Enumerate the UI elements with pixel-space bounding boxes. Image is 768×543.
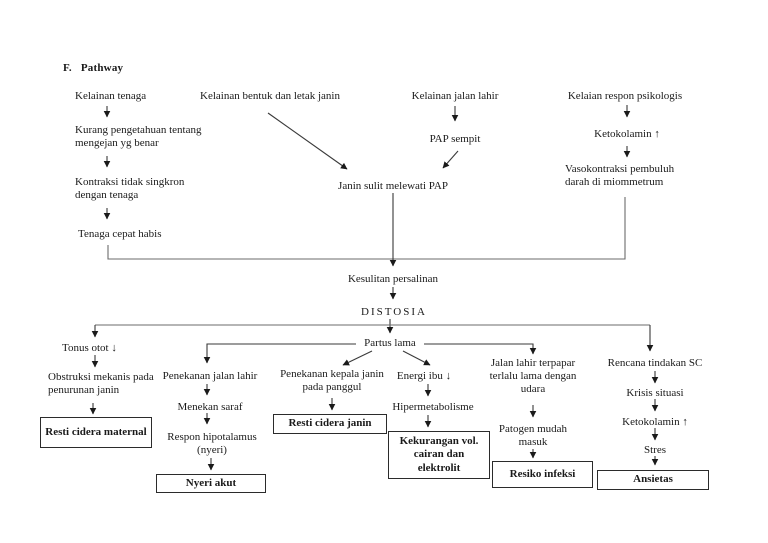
node-partus-lama: Partus lama (364, 337, 416, 349)
node-obstruksi-mekanis: Obstruksi mekanis pada penurunan janin (48, 371, 154, 397)
node-penekanan-jalan-lahir: Penekanan jalan lahir (162, 370, 258, 382)
node-tonus-otot: Tonus otot ↓ (62, 342, 117, 354)
node-rencana-tindakan-sc: Rencana tindakan SC (607, 357, 703, 369)
page-title-prefix: F. (63, 62, 72, 74)
node-kelainan-jalan-lahir: Kelainan jalan lahir (411, 90, 499, 102)
node-pap-sempit: PAP sempit (429, 133, 481, 145)
arrows-tonus-column (89, 355, 99, 415)
node-patogen-mudah-masuk: Patogen mudah masuk (498, 423, 568, 449)
node-kontraksi: Kontraksi tidak singkron dengan tenaga (75, 176, 185, 202)
arrows-penekanan-jalan-column (203, 384, 215, 471)
node-kurang-pengetahuan: Kurang pengetahuan tentang mengejan yg b… (75, 124, 202, 150)
box-nyeri-akut: Nyeri akut (156, 474, 266, 493)
node-jalan-lahir-terpapar: Jalan lahir terpapar terlalu lama dengan… (489, 357, 577, 396)
box-resti-cidera-maternal: Resti cidera maternal (40, 417, 152, 448)
node-ketokolamin-bawah: Ketokolamin ↑ (622, 416, 688, 428)
page-title: F. Pathway (63, 62, 123, 75)
node-menekan-saraf: Menekan saraf (177, 401, 243, 413)
node-janin-sulit-melewati-pap: Janin sulit melewati PAP (338, 180, 448, 192)
node-krisis-situasi: Krisis situasi (626, 387, 684, 399)
node-penekanan-kepala: Penekanan kepala janin pada panggul (280, 368, 384, 394)
node-kesulitan-persalinan: Kesulitan persalinan (347, 273, 439, 285)
box-resiko-infeksi: Resiko infeksi (492, 461, 593, 488)
node-kelaian-respon-psikologis: Kelaian respon psikologis (567, 90, 683, 102)
center-flow-arrows (386, 193, 397, 334)
box-resti-cidera-janin: Resti cidera janin (273, 414, 387, 434)
node-hipermetabolisme: Hipermetabolisme (392, 401, 474, 413)
node-stres: Stres (644, 444, 666, 456)
partus-lama-branches (203, 343, 537, 366)
merge-connector (107, 197, 626, 260)
node-respon-hipotalamus: Respon hipotalamus (nyeri) (167, 431, 257, 457)
node-ketokolamin-atas: Ketokolamin ↑ (594, 128, 660, 140)
node-distosia: DISTOSIA (361, 306, 427, 318)
arrow-kelainan-bentuk-diagonal (267, 112, 348, 170)
box-kekurangan-vol-cairan: Kekurangan vol. cairan dan elektrolit (388, 431, 490, 479)
node-tenaga-cepat-habis: Tenaga cepat habis (78, 228, 162, 240)
node-kelainan-tenaga: Kelainan tenaga (75, 90, 147, 102)
page-title-text: Pathway (80, 62, 124, 74)
node-energi-ibu: Energi ibu ↓ (396, 370, 452, 382)
distosia-branch-connector (91, 324, 654, 352)
node-vasokontraksi: Vasokontraksi pembuluh darah di miommetr… (565, 163, 675, 189)
box-ansietas: Ansietas (597, 470, 709, 490)
arrows-kelainan-jalan-column (442, 106, 459, 169)
node-kelainan-bentuk: Kelainan bentuk dan letak janin (200, 90, 340, 102)
